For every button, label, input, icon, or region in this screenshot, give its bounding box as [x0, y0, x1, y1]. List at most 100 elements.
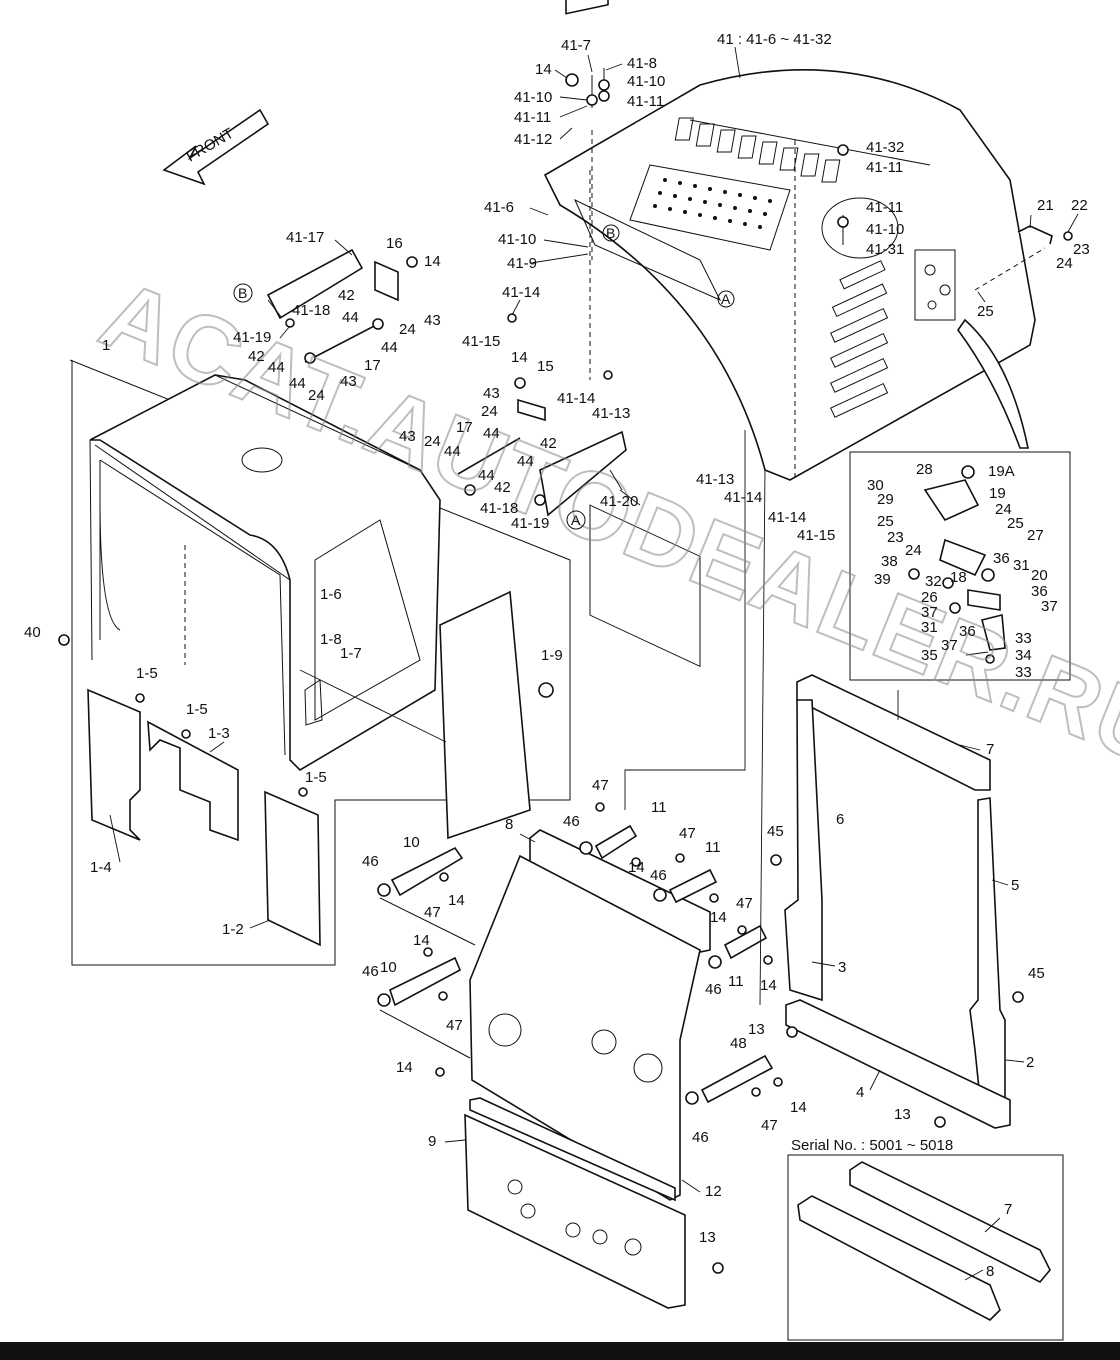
- callout-7: 7: [1004, 1201, 1012, 1218]
- callout-36: 36: [1031, 583, 1048, 600]
- callout-17: 17: [456, 419, 473, 436]
- reference-marker-b: [233, 283, 253, 303]
- callout-14: 14: [448, 892, 465, 909]
- callout-46: 46: [563, 813, 580, 830]
- callout-25: 25: [1007, 515, 1024, 532]
- reference-marker-b: [602, 224, 620, 242]
- callout-33: 33: [1015, 664, 1032, 681]
- callout-44: 44: [268, 359, 285, 376]
- callout-41-8: 41-8: [627, 55, 657, 72]
- callout-27: 27: [1027, 527, 1044, 544]
- callout-41-11: 41-11: [866, 159, 903, 176]
- hood-top-vent-slots: [674, 117, 931, 183]
- callout-42: 42: [338, 287, 355, 304]
- callout-14: 14: [396, 1059, 413, 1076]
- callout-41-14: 41-14: [724, 489, 762, 506]
- callout-1-4: 1-4: [90, 859, 112, 876]
- callout-41-18: 41-18: [292, 302, 330, 319]
- callout-41-11: 41-11: [866, 199, 903, 216]
- callout-46: 46: [692, 1129, 709, 1146]
- assembly-connector-lines: [299, 430, 899, 1006]
- callout-1-9: 1-9: [541, 647, 563, 664]
- reference-marker-a: [717, 290, 735, 308]
- reference-letter-b: B: [606, 225, 615, 241]
- callout-16: 16: [386, 235, 403, 252]
- callout-41-32: 41-32: [866, 139, 904, 156]
- callout-18: 18: [950, 569, 967, 586]
- callout-41-15: 41-15: [797, 527, 835, 544]
- callout-42: 42: [540, 435, 557, 452]
- callout-10: 10: [380, 959, 397, 976]
- callout-6: 6: [836, 811, 844, 828]
- callout-3: 3: [838, 959, 846, 976]
- callout-1-5: 1-5: [186, 701, 208, 718]
- callout-8: 8: [505, 816, 513, 833]
- callout-11: 11: [728, 973, 744, 990]
- callout-47: 47: [761, 1117, 778, 1134]
- callout-24: 24: [399, 321, 416, 338]
- callout-7: 7: [986, 741, 994, 758]
- callout-41-10: 41-10: [514, 89, 552, 106]
- bottom-border-bar: [0, 1342, 1120, 1360]
- callout-17: 17: [364, 357, 381, 374]
- callout-4: 4: [856, 1084, 864, 1101]
- callout-23: 23: [887, 529, 904, 546]
- callout-31: 31: [1013, 557, 1030, 574]
- callout-41-17: 41-17: [286, 229, 324, 246]
- hood-latch-cluster: [914, 249, 956, 321]
- callout-1-3: 1-3: [208, 725, 230, 742]
- callout-42: 42: [494, 479, 511, 496]
- callout-19: 19: [989, 485, 1006, 502]
- callout-41-15: 41-15: [462, 333, 500, 350]
- callout-41-14: 41-14: [557, 390, 595, 407]
- callout-26: 26: [921, 589, 938, 606]
- callout-41-11: 41-11: [627, 93, 664, 110]
- callout-leader-lines: [109, 46, 1079, 1281]
- callout-24: 24: [995, 501, 1012, 518]
- callout-42: 42: [248, 348, 265, 365]
- callout-14: 14: [413, 932, 430, 949]
- callout-41-10: 41-10: [866, 221, 904, 238]
- callout-41-14: 41-14: [768, 509, 806, 526]
- reference-marker-a: [566, 510, 586, 530]
- callout-13: 13: [748, 1021, 765, 1038]
- callout-43: 43: [340, 373, 357, 390]
- callout-8: 8: [986, 1263, 994, 1280]
- callout-29: 29: [877, 491, 894, 508]
- callout-41-20: 41-20: [600, 493, 638, 510]
- callout-36: 36: [993, 550, 1010, 567]
- front-plate-assembly: [464, 829, 724, 1309]
- callout-10: 10: [403, 834, 420, 851]
- callout-25: 25: [877, 513, 894, 530]
- callout-30: 30: [867, 477, 884, 494]
- callout-47: 47: [736, 895, 753, 912]
- callout-47: 47: [592, 777, 609, 794]
- callout-24: 24: [1056, 255, 1073, 272]
- reference-letter-b: B: [238, 285, 247, 301]
- callout-20: 20: [1031, 567, 1048, 584]
- callout-46: 46: [362, 963, 379, 980]
- callout-41-13: 41-13: [696, 471, 734, 488]
- callout-46: 46: [705, 981, 722, 998]
- callout-22: 22: [1071, 197, 1088, 214]
- callout-32: 32: [925, 573, 942, 590]
- hood-perforated-panel: [629, 164, 791, 251]
- mounting-brackets-10-11-48: [377, 802, 783, 1105]
- callout-1: 1: [102, 337, 110, 354]
- callout-24: 24: [905, 542, 922, 559]
- callout-34: 34: [1015, 647, 1032, 664]
- callout-41-19: 41-19: [233, 329, 271, 346]
- callout-24: 24: [424, 433, 441, 450]
- callout-28: 28: [916, 461, 933, 478]
- latch-detail-inset: [849, 451, 1071, 681]
- serial-variant-inset: [787, 1154, 1064, 1341]
- callout-14: 14: [760, 977, 777, 994]
- reference-letter-a: A: [721, 291, 731, 307]
- callout-13: 13: [699, 1229, 716, 1246]
- callout-47: 47: [446, 1017, 463, 1034]
- callout-41-7: 41-7: [561, 37, 591, 54]
- callout-1-5: 1-5: [136, 665, 158, 682]
- callout-11: 11: [705, 839, 721, 856]
